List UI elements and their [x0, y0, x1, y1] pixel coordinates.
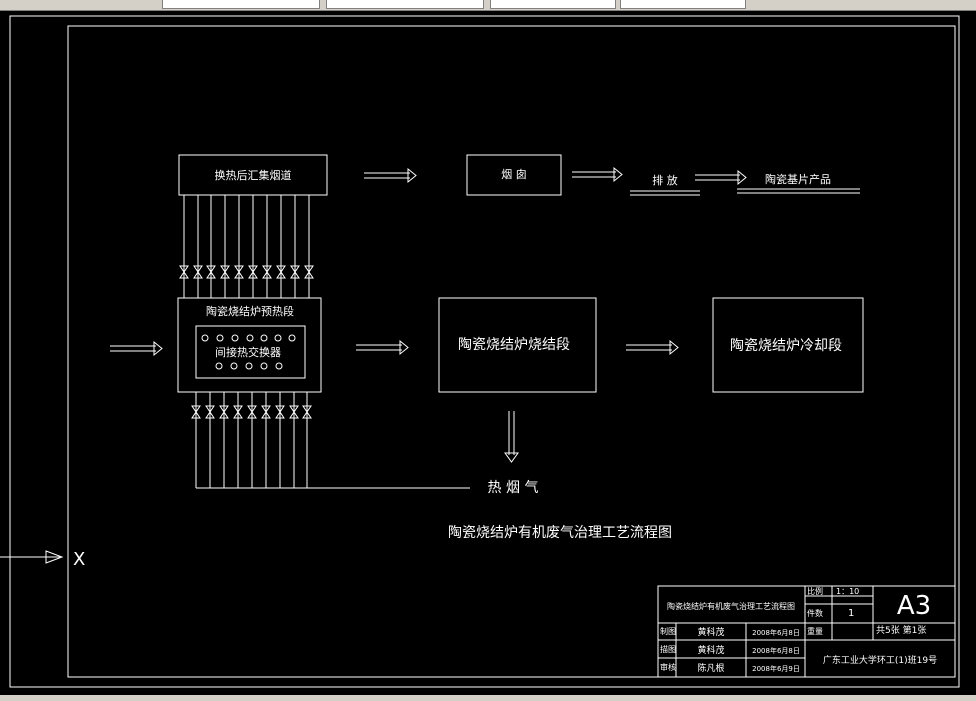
preheat-label: 陶瓷烧结炉预热段	[206, 304, 294, 318]
drawing-title: 陶瓷烧结炉有机废气治理工艺流程图	[448, 525, 672, 541]
sinter-label: 陶瓷烧结炉烧结段	[458, 337, 570, 353]
outer-frame	[9, 15, 960, 688]
sheet-count: 共5张 第1张	[876, 624, 926, 636]
ucs-arrowhead	[45, 550, 64, 564]
preheat-box[interactable]	[177, 297, 322, 393]
discharge-label: 排 放	[652, 173, 678, 187]
exchanger-label: 间接热交换器	[215, 345, 281, 359]
color-dropdown[interactable]	[326, 0, 484, 9]
exchanger-tubes	[201, 334, 296, 370]
chimney-label: 烟 囱	[501, 167, 527, 181]
row-name: 陈凡根	[697, 662, 724, 674]
chimney-box[interactable]	[466, 154, 562, 196]
weight-label: 重量	[807, 626, 823, 636]
sinter-box[interactable]	[438, 297, 597, 393]
row-role: 制图	[660, 626, 676, 636]
row-date: 2008年6月8日	[752, 628, 800, 637]
title-block-grid	[657, 585, 956, 678]
row-date: 2008年6月8日	[752, 646, 800, 655]
row-date: 2008年6月9日	[752, 664, 800, 673]
flue-collect-label: 换热后汇集烟道	[215, 168, 292, 182]
flow-arrows	[110, 166, 747, 463]
row-role: 描图	[660, 644, 676, 654]
lower-pipes	[195, 392, 470, 489]
lineweight-dropdown[interactable]	[620, 0, 746, 9]
sheet-size: A3	[897, 591, 931, 621]
ucs-x-label: X	[73, 549, 85, 570]
scale-label: 比例	[807, 586, 823, 596]
upper-valves[interactable]	[179, 265, 314, 279]
row-name: 黄科茂	[697, 644, 724, 656]
status-bar	[0, 695, 976, 701]
organization: 广东工业大学环工(1)班19号	[823, 654, 937, 666]
hot-flue-gas-label: 热 烟 气	[488, 480, 539, 496]
title-block-name: 陶瓷烧结炉有机废气治理工艺流程图	[667, 601, 795, 611]
product-label: 陶瓷基片产品	[765, 172, 831, 186]
linetype-dropdown[interactable]	[490, 0, 616, 9]
exchanger-box[interactable]	[195, 325, 306, 379]
cooling-label: 陶瓷烧结炉冷却段	[730, 338, 842, 354]
qty-value: 1	[848, 608, 854, 619]
layer-dropdown[interactable]	[162, 0, 320, 9]
cooling-box[interactable]	[712, 297, 864, 393]
qty-label: 件数	[807, 608, 823, 618]
inner-frame	[67, 25, 956, 678]
upper-pipes	[183, 195, 310, 298]
scale-value: 1：10	[836, 587, 859, 596]
lower-valves[interactable]	[191, 405, 312, 419]
row-name: 黄科茂	[697, 626, 724, 638]
row-role: 审核	[660, 662, 676, 672]
toolbar	[0, 0, 976, 11]
